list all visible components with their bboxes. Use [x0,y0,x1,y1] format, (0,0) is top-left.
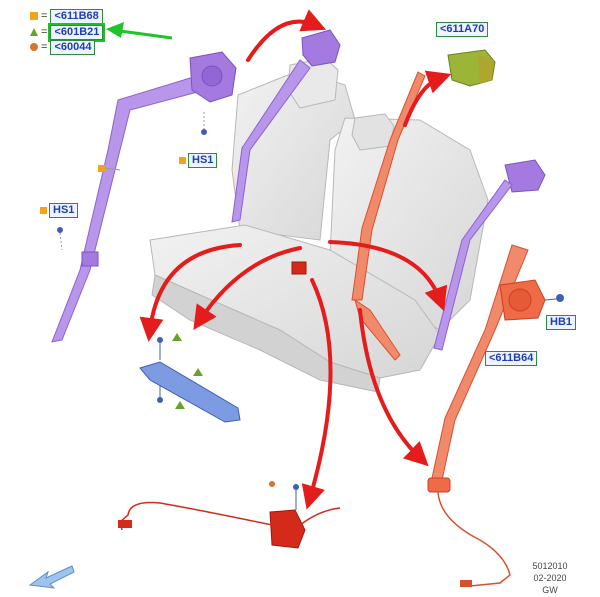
headrest-cover-shadow [478,55,494,84]
legend-row-circle: = <60044 [30,39,96,55]
arrow-to-bracket-1 [139,243,242,342]
bracket-triangle-1 [172,333,182,341]
hs1-left-bolt-icon [57,227,63,233]
footer-initials: GW [542,585,558,595]
hs1-left-label: HS1 [40,203,79,218]
left-belt-strap [51,74,206,343]
direction-arrow-icon [28,565,75,589]
square-icon [40,207,47,214]
right-retractor-spool [508,288,532,312]
left-retractor-spool [201,65,223,87]
red-buckle-circle-marker [269,481,275,487]
callout-hb1[interactable]: HB1 [546,315,577,330]
triangle-icon [30,28,38,36]
bracket-triangle-2 [193,368,203,376]
red-buckle-wire-2 [299,507,341,526]
legend-row-square: = <611B68 [30,8,103,24]
right-seat-belt-purple [231,29,546,351]
bracket-triangle-3 [175,401,185,409]
callout-611a70[interactable]: <611A70 [436,22,489,37]
arrow-to-headrest [403,70,452,127]
bracket-bolt-top [157,337,163,343]
right-side-strap [433,179,513,351]
hs1-top-bolt-icon [201,129,207,135]
arrow-to-bracket-2 [193,246,302,330]
legend-row-triangle: = <601B21 [30,22,106,42]
footer-date: 02-2020 [533,573,567,583]
seat-headrest-center [351,113,395,151]
cushion-buckle [291,261,307,275]
red-buckle-body [269,509,306,549]
center-buckle-red [118,481,341,549]
footer-number: 5012010 [532,561,568,571]
hb1-bolt-line [544,298,557,301]
square-icon [30,12,38,20]
center-belt-strap [231,59,311,223]
red-buckle-wire [119,501,273,531]
legend-code-triangle[interactable]: <601B21 [48,22,106,42]
right-upper-retractor [504,159,546,193]
right-buckle [427,477,451,493]
hb1-bolt-icon [556,294,564,302]
bracket-plate [139,361,241,423]
left-belt-marker-line [104,167,121,171]
right-seat-belt-orange [427,244,546,587]
circle-icon [30,43,38,51]
callout-hs1-top[interactable]: HS1 [188,153,218,168]
legend-code-circle[interactable]: <60044 [50,39,96,55]
red-arrows [139,9,452,510]
left-seat-belt-purple [51,51,237,343]
green-indicator-arrow [106,22,173,40]
left-belt-guide [81,251,99,267]
red-buckle-bolt [293,484,299,490]
center-orange-strap [351,71,426,301]
right-buckle-connector [460,580,472,587]
arrow-to-red-buckle [301,278,333,510]
red-buckle-connector [118,520,132,528]
center-retractor [301,29,341,67]
bracket-bolt-bottom [157,397,163,403]
arrow-to-top-retractor [246,9,327,62]
hs1-left-line [59,232,63,251]
callout-611b64[interactable]: <611B64 [485,351,538,366]
legend-code-square[interactable]: <611B68 [50,8,103,24]
arrow-to-orange-buckle [358,308,429,467]
callout-hs1-left[interactable]: HS1 [49,203,79,218]
square-icon [179,157,186,164]
left-belt-square-marker [98,165,105,172]
buckle-bracket [139,333,241,423]
arrow-to-buckle-right [328,240,448,312]
right-buckle-wire [437,491,511,587]
hs1-top-label: HS1 [179,153,218,168]
